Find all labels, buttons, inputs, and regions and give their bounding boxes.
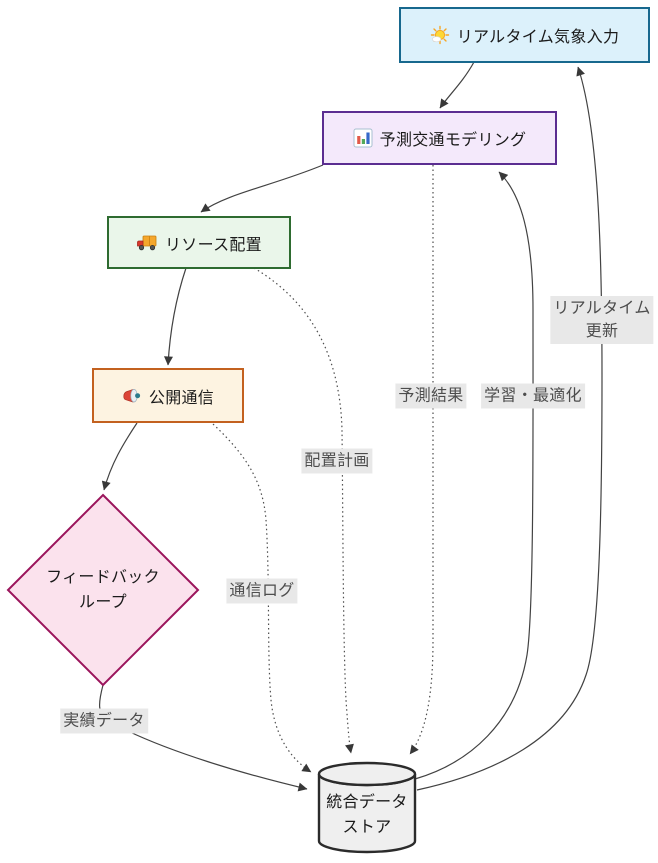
- edge-resource-to-comms: [163, 267, 187, 366]
- edge-label-learning-optimization: 学習・最適化: [481, 383, 585, 409]
- edge-label-realtime-update: リアルタイム 更新: [550, 296, 654, 344]
- sun-icon: [430, 25, 449, 45]
- edge-label-communication-log: 通信ログ: [226, 578, 298, 604]
- edge-modeling-to-resource: [200, 164, 324, 213]
- data-store-node: 統合データ ストア: [314, 789, 420, 841]
- edge-label-realtime-update-line2: 更新: [585, 323, 619, 340]
- edge-label-actual-data: 実績データ: [60, 708, 148, 734]
- public-communication-label: 公開通信: [148, 389, 215, 407]
- edge-feedback-to-store: [98, 684, 308, 792]
- edge-resource-to-store-dotted: [253, 267, 354, 754]
- edge-modeling-to-store-dotted: [409, 165, 434, 755]
- resource-allocation-label: リソース配置: [164, 236, 262, 254]
- weather-input-node-shape: [399, 7, 650, 63]
- feedback-loop-label-line2: ループ: [79, 594, 127, 611]
- feedback-loop-node: フィードバック ループ: [13, 563, 193, 617]
- data-store-label-line2: ストア: [342, 819, 392, 836]
- weather-input-label: リアルタイム気象入力: [456, 29, 620, 46]
- data-store-top-shape: [317, 761, 417, 787]
- edge-label-placement-plan: 配置計画: [301, 448, 373, 474]
- bar-chart-icon: [353, 128, 373, 148]
- traffic-modeling-node: 予測交通モデリング: [323, 112, 556, 164]
- feedback-loop-node-shape: [6, 493, 200, 687]
- edge-label-realtime-update-line1: リアルタイム: [553, 300, 651, 317]
- truck-icon: [137, 235, 157, 250]
- feedback-loop-label-line1: フィードバック: [46, 569, 160, 586]
- traffic-modeling-label: 予測交通モデリング: [379, 132, 527, 149]
- edge-store-to-modeling: [414, 171, 534, 780]
- public-communication-node: 公開通信: [93, 369, 243, 422]
- megaphone-icon: [123, 388, 140, 402]
- edge-store-to-weather: [416, 66, 603, 791]
- resource-allocation-node: リソース配置: [108, 217, 290, 268]
- edge-weather-to-modeling: [439, 61, 475, 109]
- edge-label-prediction-result: 予測結果: [395, 383, 467, 409]
- public-communication-node-shape: [92, 368, 244, 423]
- data-store-label-line1: 統合データ: [326, 794, 408, 811]
- weather-input-node: リアルタイム気象入力: [400, 8, 649, 62]
- edge-comms-to-feedback: [101, 422, 138, 491]
